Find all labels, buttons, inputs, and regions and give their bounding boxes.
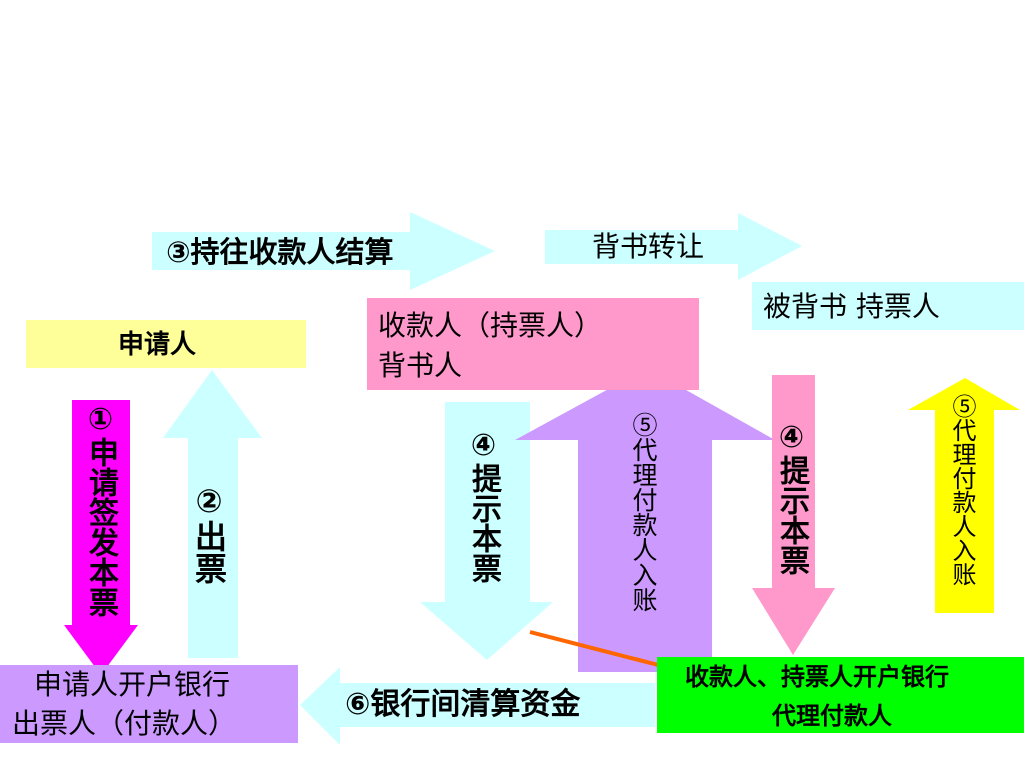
apply-label: ①申请签发本票 (83, 402, 118, 617)
credit-arrow-a (515, 368, 775, 672)
present-arrow-a (420, 402, 553, 660)
issue-arrow (163, 370, 262, 658)
credit-label-a: ⑤代理付款人入账 (629, 412, 658, 612)
issuer-bank-box (0, 665, 298, 743)
endorsee-label: 被背书 持票人 (763, 290, 940, 323)
payee-label-line2: 背书人 (378, 349, 463, 382)
payee-bank-box (657, 657, 1024, 733)
settle-label: ③持往收款人结算 (166, 235, 394, 269)
issuer-bank-line2: 出票人（付款人） (12, 707, 237, 740)
credit-label-b: ⑤代理付款人入账 (948, 394, 976, 586)
payee-box (367, 298, 699, 390)
payee-label-line1: 收款人（持票人） (378, 309, 603, 342)
issue-label: ②出票 (190, 482, 228, 584)
clearing-label: ⑥银行间清算资金 (345, 687, 581, 722)
applicant-label: 申请人 (118, 330, 197, 360)
present-label-a: ④提示本票 (466, 428, 501, 583)
apply-arrow (64, 400, 138, 675)
endorse-arrow (545, 213, 802, 280)
present-arrow-b (752, 375, 835, 655)
payee-bank-line2: 代理付款人 (772, 702, 892, 730)
settle-arrow (152, 212, 495, 290)
issuer-bank-line1: 申请人开户银行 (34, 668, 231, 701)
endorsee-box (752, 282, 1024, 330)
endorse-label: 背书转让 (592, 230, 705, 263)
present-label-b: ④提示本票 (774, 420, 809, 575)
credit-arrow-b (908, 378, 1020, 613)
clearing-arrow (300, 667, 655, 745)
payee-bank-line1: 收款人、持票人开户银行 (685, 663, 949, 691)
applicant-box (26, 320, 306, 368)
orange-connector (529, 630, 671, 670)
